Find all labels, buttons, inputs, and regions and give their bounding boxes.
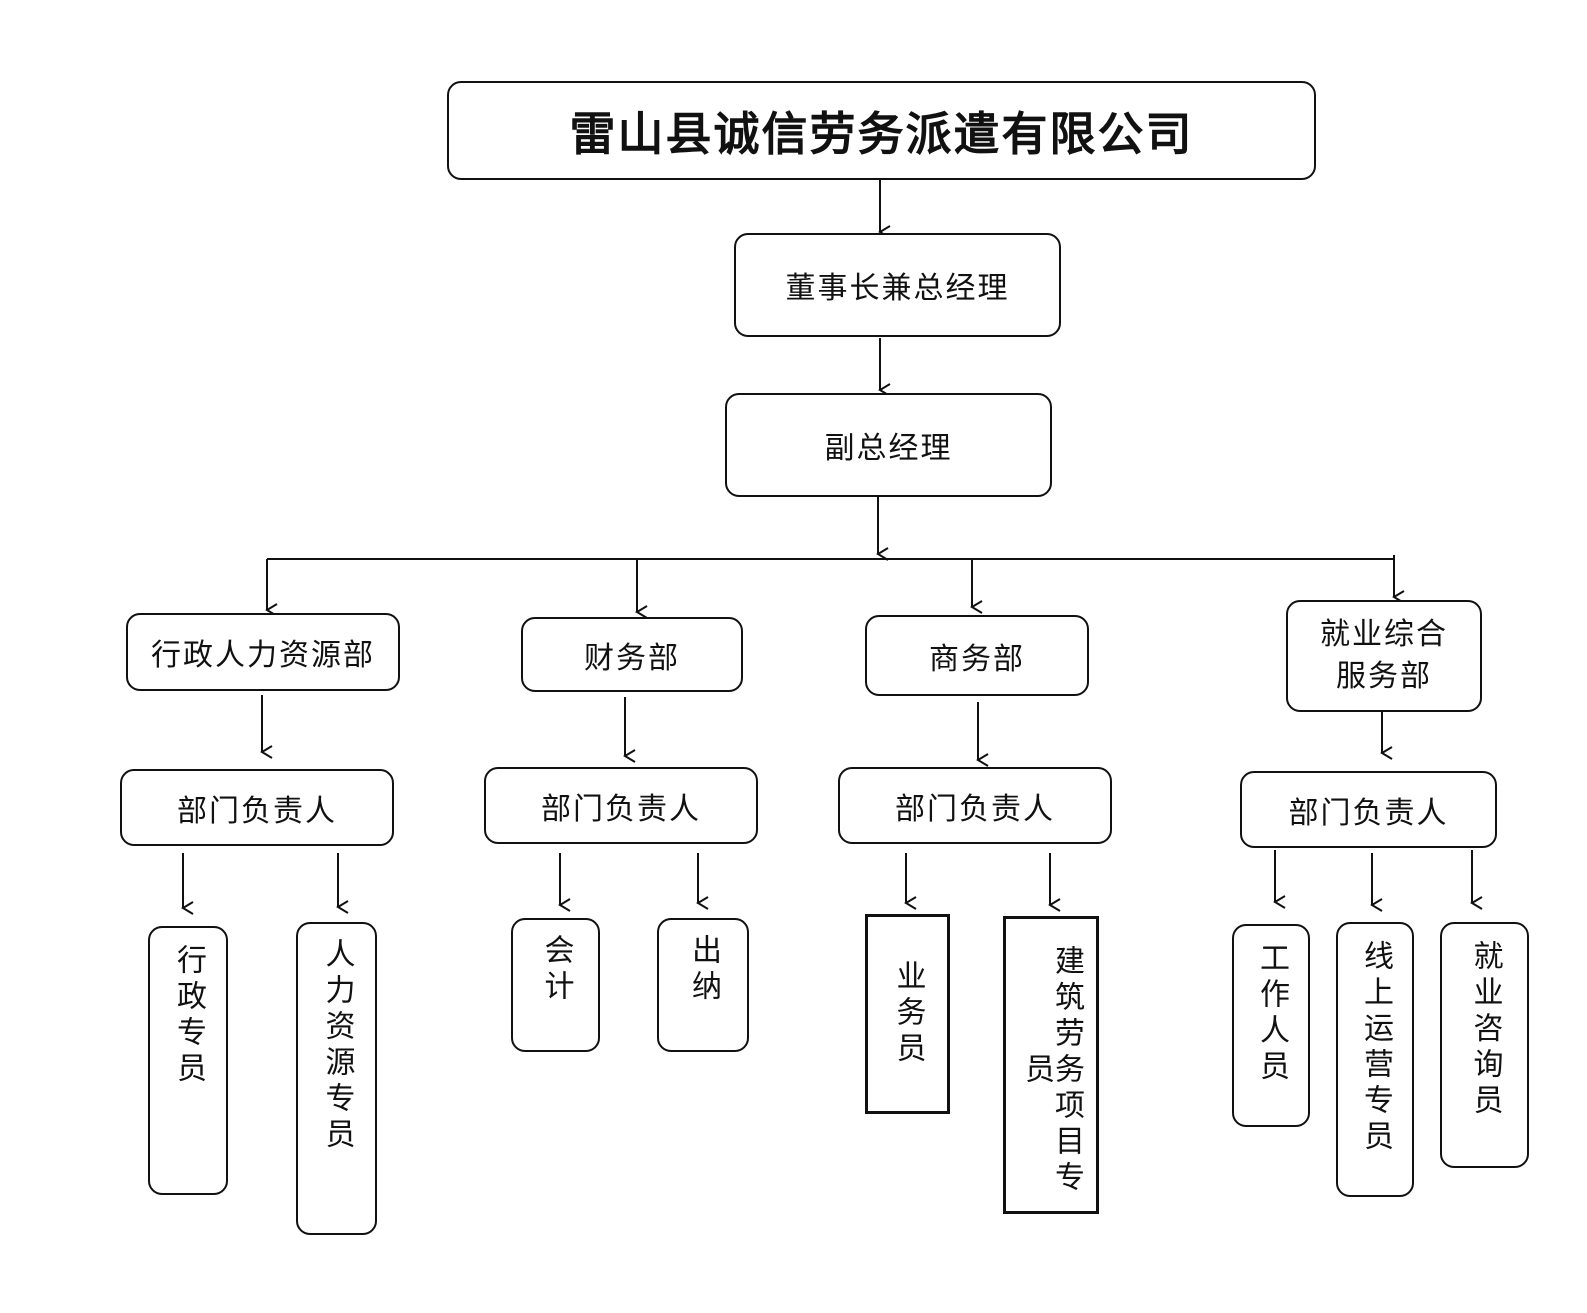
company-box: 雷山县诚信劳务派遣有限公司 — [447, 81, 1316, 180]
dept-name: 商务部 — [929, 641, 1025, 677]
staff-label: 人力资源专员 — [319, 938, 355, 1154]
dept-head-box-3: 部门负责人 — [838, 767, 1112, 844]
staff-label: 就业咨询员 — [1467, 940, 1503, 1120]
dept-head-box-1: 部门负责人 — [120, 769, 394, 846]
dept-box-finance: 财务部 — [521, 617, 743, 692]
staff-label: 工作人员 — [1254, 942, 1289, 1086]
staff-box-admin-specialist: 行政专员 — [148, 926, 228, 1195]
dept-box-admin-hr: 行政人力资源部 — [126, 613, 400, 691]
staff-label: 业务员 — [890, 960, 926, 1068]
dept-head-box-4: 部门负责人 — [1240, 771, 1497, 848]
chairman-box: 董事长兼总经理 — [734, 233, 1061, 337]
staff-label: 建筑劳务项目专员 — [1019, 945, 1084, 1197]
deputy-box: 副总经理 — [725, 393, 1052, 497]
staff-box-staff-member: 工作人员 — [1232, 924, 1310, 1127]
dept-head-label: 部门负责人 — [541, 791, 701, 827]
dept-head-box-2: 部门负责人 — [484, 767, 758, 844]
dept-name: 就业综合服务部 — [1320, 617, 1448, 694]
staff-label: 出纳 — [686, 934, 721, 1006]
dept-head-label: 部门负责人 — [895, 791, 1055, 827]
deputy-title: 副总经理 — [824, 431, 953, 466]
staff-box-online-ops: 线上运营专员 — [1336, 922, 1414, 1197]
dept-name: 行政人力资源部 — [151, 638, 375, 673]
chairman-title: 董事长兼总经理 — [785, 271, 1010, 306]
staff-box-hr-specialist: 人力资源专员 — [296, 922, 377, 1235]
dept-box-employment-service: 就业综合服务部 — [1286, 600, 1482, 712]
staff-box-accountant: 会计 — [511, 918, 600, 1052]
staff-label: 线上运营专员 — [1358, 940, 1393, 1156]
dept-head-label: 部门负责人 — [1288, 795, 1449, 831]
staff-box-employment-consultant: 就业咨询员 — [1440, 922, 1529, 1168]
staff-box-construction-specialist: 建筑劳务项目专员 — [1003, 916, 1099, 1214]
company-name: 雷山县诚信劳务派遣有限公司 — [569, 106, 1194, 161]
dept-box-business: 商务部 — [865, 615, 1089, 696]
staff-label: 行政专员 — [171, 944, 206, 1088]
staff-box-salesperson: 业务员 — [865, 914, 950, 1114]
dept-head-label: 部门负责人 — [177, 793, 337, 829]
staff-box-cashier: 出纳 — [657, 918, 749, 1052]
staff-label: 会计 — [538, 934, 574, 1006]
dept-name: 财务部 — [584, 640, 680, 676]
